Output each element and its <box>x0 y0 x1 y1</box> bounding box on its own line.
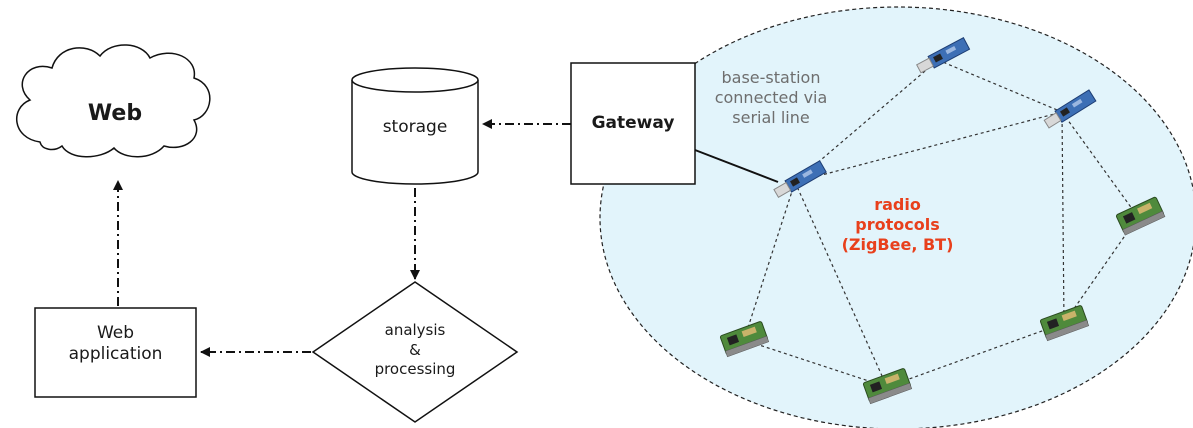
analysis-label: analysis & processing <box>345 321 485 380</box>
radio-line-1: radio <box>874 195 921 214</box>
base-station-line-1: base-station <box>721 68 821 87</box>
base-station-line-3: serial line <box>732 108 810 127</box>
flow-arrows <box>113 119 571 357</box>
web-application-label: Web application <box>35 323 196 366</box>
analysis-line-2: & <box>409 340 421 359</box>
web-label: Web <box>87 101 143 126</box>
radio-line-3: (ZigBee, BT) <box>841 235 954 254</box>
web-cloud <box>15 44 211 158</box>
web-application-line-1: Web <box>96 323 135 343</box>
storage-label: storage <box>382 117 448 137</box>
web-application-line-2: application <box>68 344 163 365</box>
serial-line <box>694 149 779 183</box>
analysis-line-3: processing <box>374 360 456 378</box>
web-application-box <box>34 307 197 398</box>
base-station-line-2: connected via <box>714 88 828 107</box>
analysis-line-1: analysis <box>384 321 446 339</box>
base-station-annotation: base-station connected via serial line <box>698 68 844 128</box>
radio-protocols-annotation: radio protocols (ZigBee, BT) <box>825 195 970 255</box>
storage-cylinder <box>351 67 479 185</box>
analysis-diamond <box>311 281 519 423</box>
gateway-label: Gateway <box>591 113 675 133</box>
radio-line-2: protocols <box>855 215 940 234</box>
gateway-box <box>570 62 696 185</box>
